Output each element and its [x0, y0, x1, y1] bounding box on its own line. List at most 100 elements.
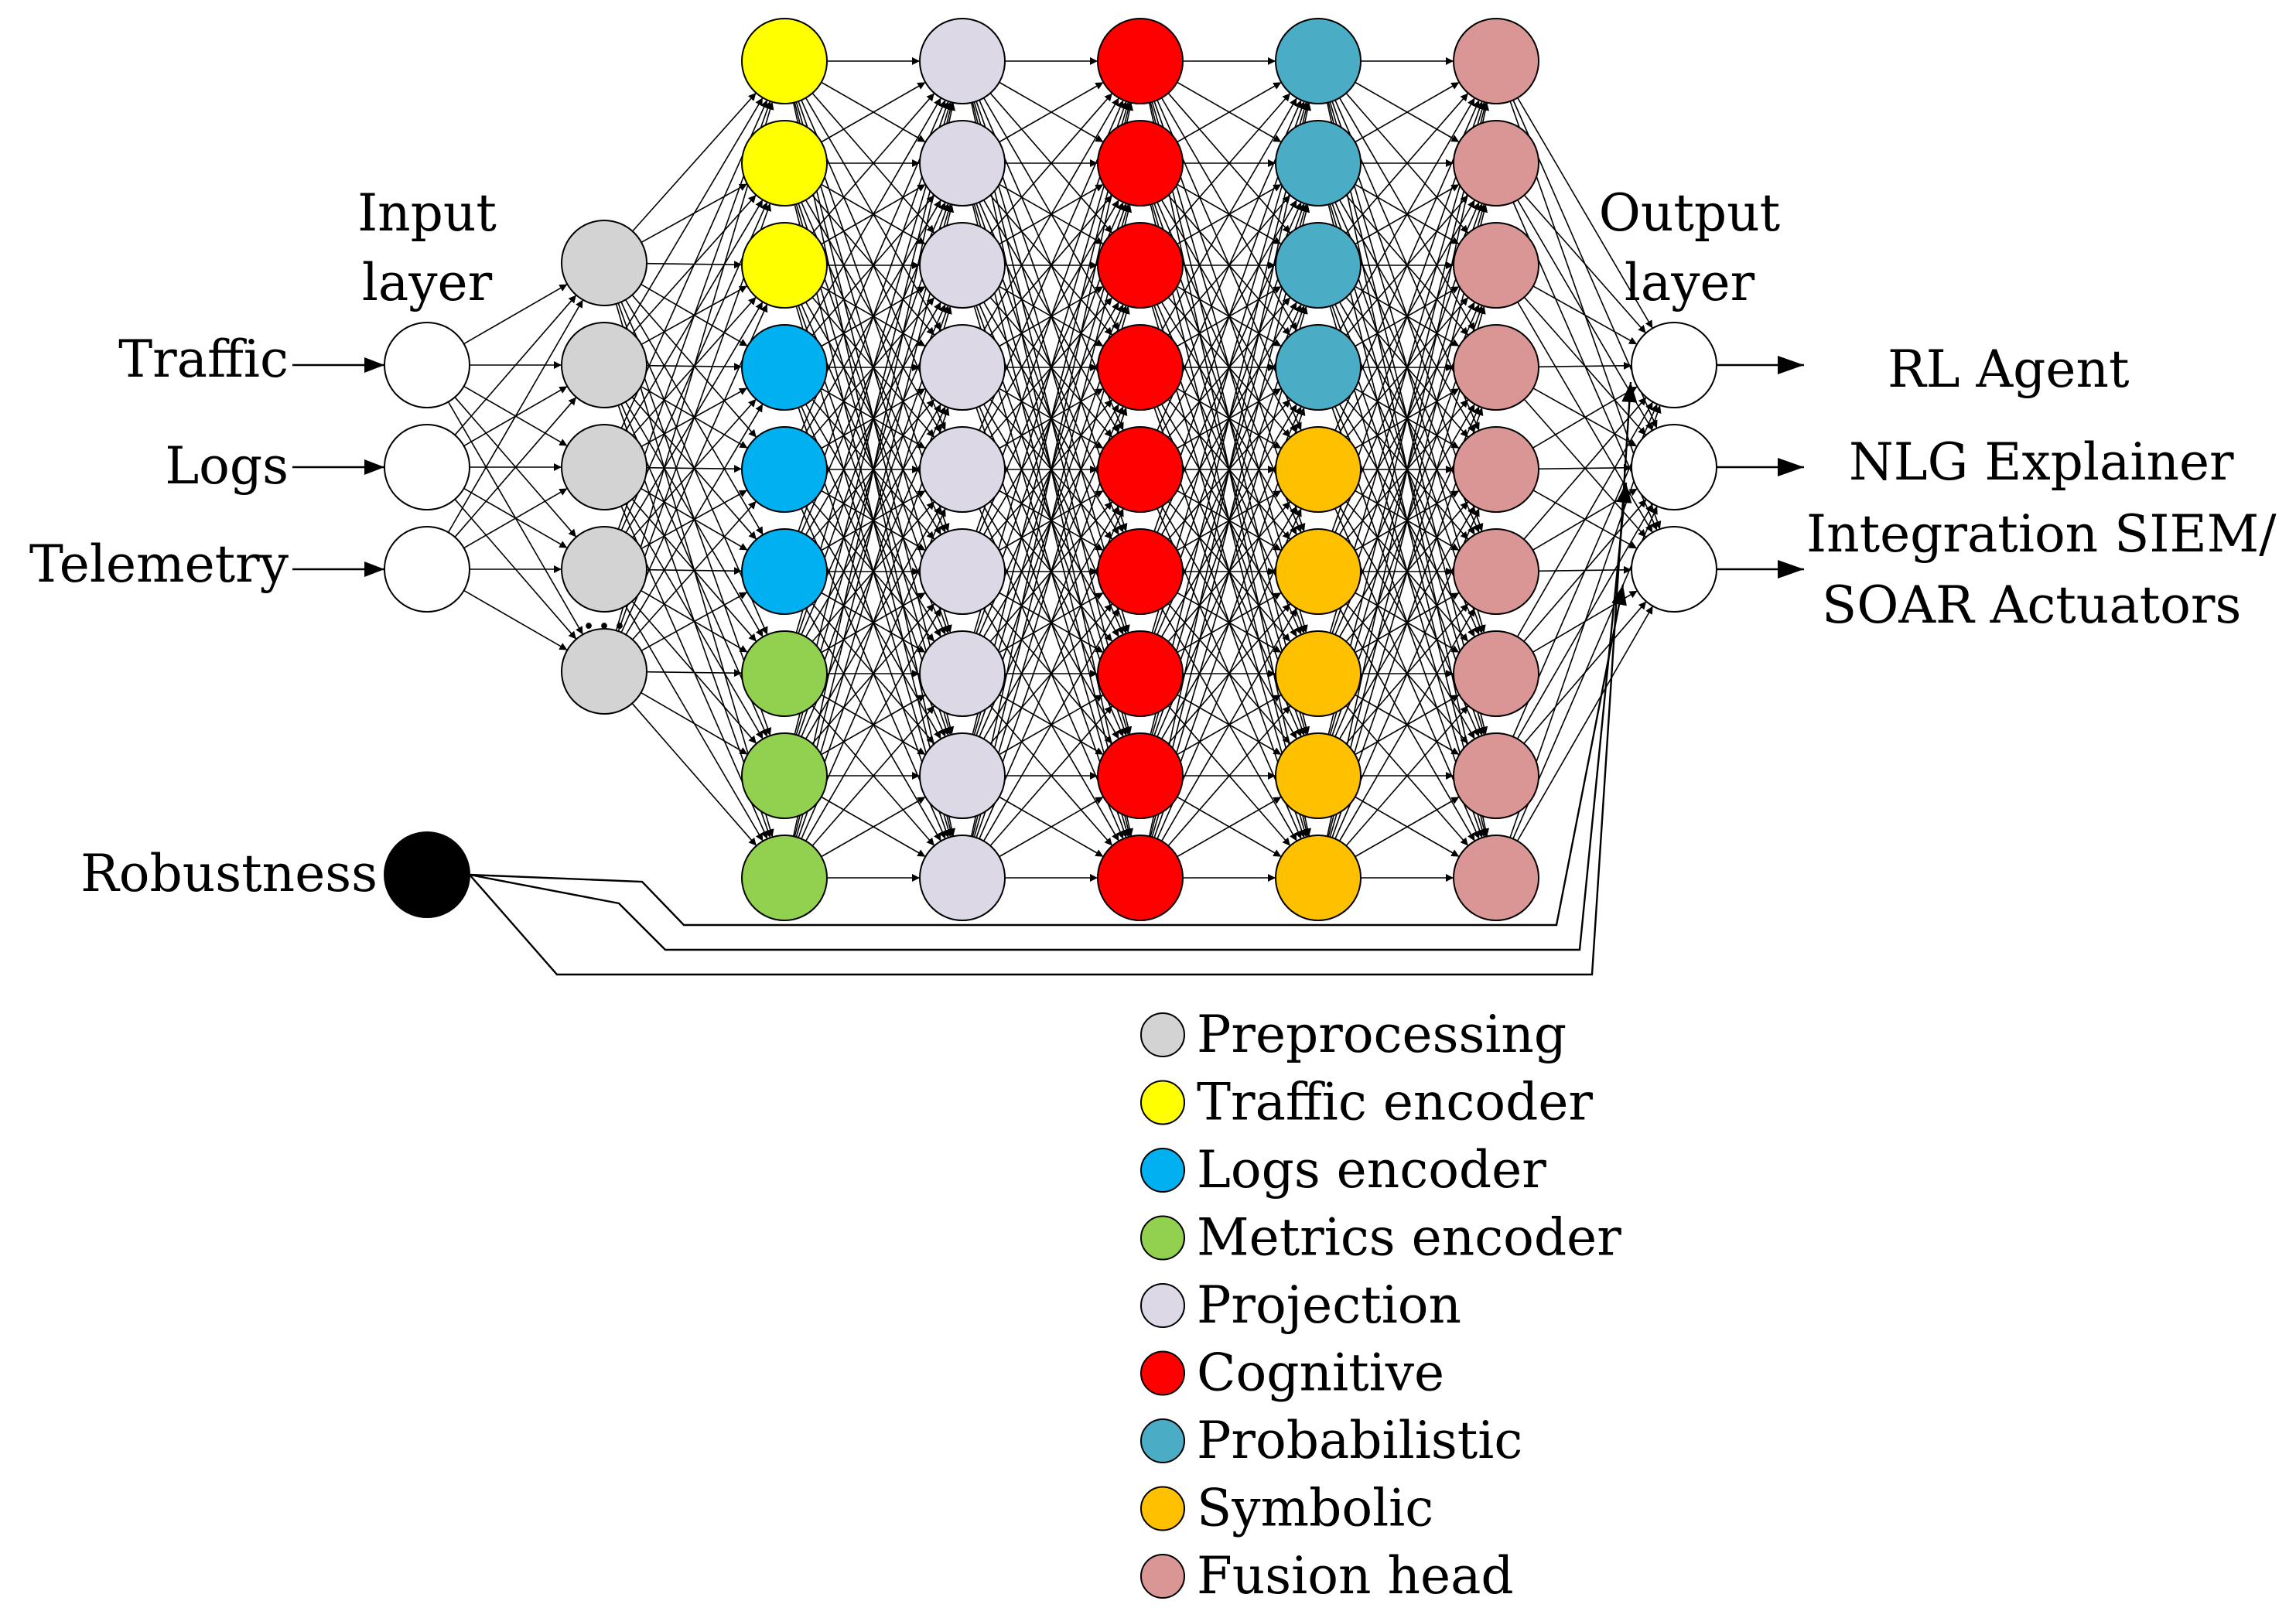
edge-preprocessing-to-encoder — [632, 92, 757, 232]
output-layer-title: Output layer — [1599, 183, 1780, 312]
legend-swatch-fusion_head — [1140, 1554, 1185, 1599]
legend-swatch-metrics_encoder — [1140, 1215, 1185, 1261]
edge-preprocessing-to-encoder — [646, 669, 743, 678]
edge-hidden-1 — [970, 102, 1134, 837]
projection-node-0 — [919, 18, 1006, 104]
edge-hidden-0 — [811, 705, 935, 847]
edge-fusion-to-output — [1523, 194, 1647, 334]
encoder-node-0 — [741, 18, 828, 104]
projection-node-5 — [919, 528, 1006, 615]
edge-hidden-0 — [792, 102, 956, 837]
edge-hidden-2 — [1167, 705, 1291, 847]
edge-preprocessing-to-encoder — [625, 97, 764, 329]
reasoning-node-0 — [1275, 18, 1362, 104]
edge-hidden-3 — [1338, 97, 1476, 331]
edge-hidden-1 — [999, 796, 1104, 858]
edge-hidden-0 — [805, 97, 942, 331]
edge-hidden-1 — [989, 705, 1113, 847]
edge-hidden-2 — [1167, 92, 1291, 234]
output-label-nlg-explainer: NLG Explainer — [1849, 432, 2234, 492]
edge-hidden-2 — [1160, 608, 1298, 841]
edge-fusion-to-output — [1538, 361, 1632, 370]
fusion-node-2 — [1453, 222, 1539, 309]
input-layer-title-line2: layer — [362, 253, 493, 312]
legend-label-preprocessing: Preprocessing — [1197, 1005, 1567, 1064]
preprocessing-node-4 — [561, 628, 647, 715]
legend-label-logs_encoder: Logs encoder — [1197, 1140, 1546, 1200]
encoder-node-7 — [741, 732, 828, 819]
output-node-1 — [1631, 424, 1717, 510]
cognitive-node-7 — [1097, 732, 1184, 819]
legend-label-metrics_encoder: Metrics encoder — [1197, 1208, 1621, 1268]
cognitive-node-0 — [1097, 18, 1184, 104]
fusion-node-8 — [1453, 835, 1539, 921]
legend-label-probabilistic: Probabilistic — [1197, 1411, 1522, 1470]
edge-hidden-2 — [1151, 306, 1308, 838]
encoder-node-3 — [741, 324, 828, 411]
output-layer-title-line1: Output — [1599, 183, 1780, 243]
edge-input-to-preprocessing — [447, 299, 584, 533]
connections — [292, 57, 1804, 976]
cognitive-node-8 — [1097, 835, 1184, 921]
projection-node-3 — [919, 324, 1006, 411]
reasoning-node-4 — [1275, 426, 1362, 513]
encoder-node-8 — [741, 835, 828, 921]
reasoning-node-7 — [1275, 732, 1362, 819]
reasoning-node-6 — [1275, 630, 1362, 717]
edge-hidden-2 — [1160, 97, 1298, 331]
legend-swatch-traffic_encoder — [1140, 1080, 1185, 1125]
edge-preprocessing-to-encoder — [615, 101, 774, 631]
input-label-telemetry: Telemetry — [29, 534, 289, 594]
cognitive-node-1 — [1097, 120, 1184, 207]
projection-node-7 — [919, 732, 1006, 819]
edge-hidden-1 — [972, 102, 1133, 735]
edge-hidden-1 — [989, 92, 1113, 234]
encoder-node-2 — [741, 222, 828, 309]
robustness-node — [384, 831, 470, 918]
edge-hidden-3 — [1355, 796, 1460, 858]
edge-fusion-to-output — [1523, 397, 1647, 540]
legend-label-symbolic: Symbolic — [1197, 1479, 1433, 1538]
fusion-node-3 — [1453, 324, 1539, 411]
edge-hidden-3 — [1329, 101, 1486, 633]
edge-fusion-to-output — [1516, 606, 1654, 841]
input-label-traffic: Traffic — [118, 329, 289, 389]
preprocessing-node-2 — [561, 424, 647, 510]
fusion-node-1 — [1453, 120, 1539, 207]
preprocessing-node-3 — [561, 526, 647, 613]
cognitive-node-2 — [1097, 222, 1184, 309]
edge-hidden-1 — [982, 97, 1120, 331]
edge-hidden-0 — [811, 92, 935, 234]
edge-hidden-2 — [1148, 102, 1312, 837]
edge-preprocessing-to-encoder — [631, 702, 757, 847]
fusion-node-6 — [1453, 630, 1539, 717]
input-node-2 — [384, 526, 470, 613]
legend-swatch-symbolic — [1140, 1486, 1185, 1531]
nodes — [384, 18, 1717, 921]
preprocessing-node-0 — [561, 220, 647, 306]
edge-fusion-to-output — [1517, 97, 1653, 329]
cognitive-node-6 — [1097, 630, 1184, 717]
encoder-node-4 — [741, 426, 828, 513]
edge-input-to-preprocessing — [463, 589, 568, 651]
edge-hidden-2 — [1177, 81, 1282, 143]
legend-label-projection: Projection — [1197, 1275, 1461, 1335]
legend-swatch-preprocessing — [1140, 1012, 1185, 1057]
edge-preprocessing-to-encoder — [641, 591, 748, 652]
edge-hidden-1 — [982, 608, 1120, 841]
projection-node-6 — [919, 630, 1006, 717]
output-layer-title-line2: layer — [1625, 253, 1755, 312]
input-label-logs: Logs — [165, 436, 289, 496]
reasoning-node-8 — [1275, 835, 1362, 921]
fusion-node-7 — [1453, 732, 1539, 819]
edge-hidden-3 — [1345, 705, 1469, 847]
output-label-rl-agent: RL Agent — [1888, 340, 2130, 399]
edge-hidden-3 — [1327, 204, 1488, 837]
edge-hidden-1 — [973, 101, 1130, 633]
output-node-0 — [1631, 322, 1717, 408]
input-layer-title-line1: Input — [357, 183, 497, 243]
legend-swatch-logs_encoder — [1140, 1148, 1185, 1193]
robustness-label: Robustness — [80, 844, 378, 903]
robustness-path-0 — [469, 584, 1627, 927]
